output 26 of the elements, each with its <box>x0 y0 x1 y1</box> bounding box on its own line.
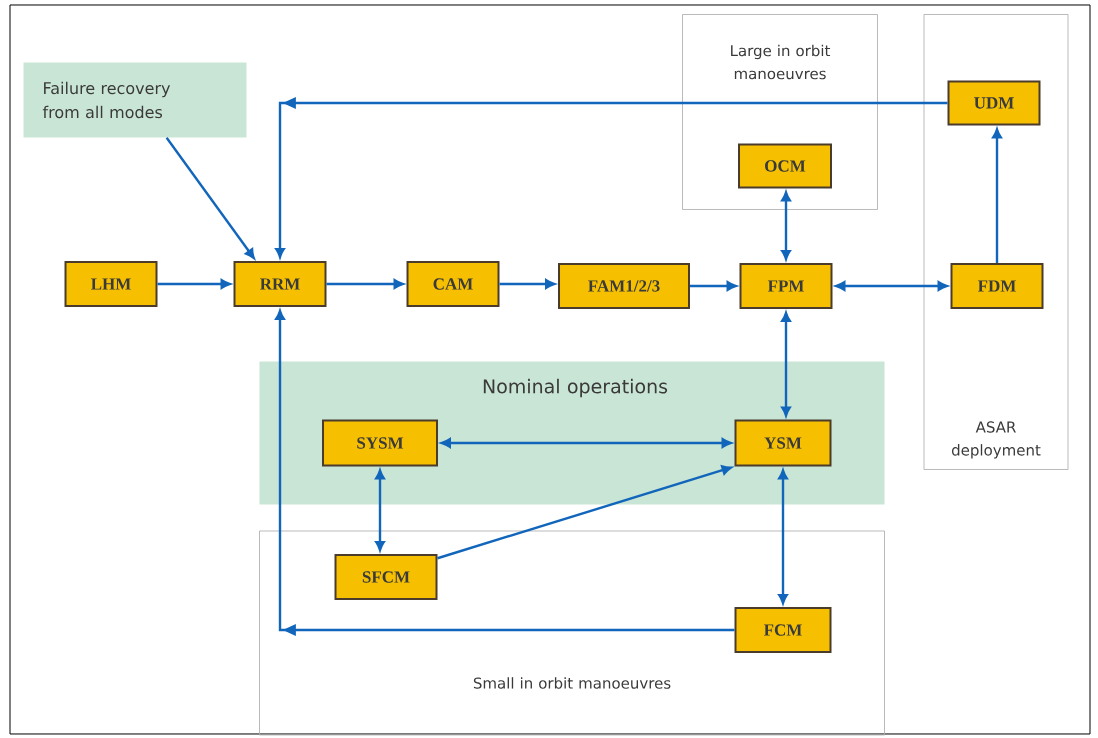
mode-box: OCM <box>738 143 832 189</box>
mode-box: SYSM <box>322 419 438 467</box>
arrow <box>778 469 788 605</box>
arrow <box>157 279 231 289</box>
mode-box: UDM <box>947 80 1041 126</box>
mode-box: FDM <box>950 263 1044 309</box>
mode-box: RRM <box>233 261 327 307</box>
mode-box: YSM <box>734 419 832 467</box>
mode-box: FPM <box>739 263 833 309</box>
arrow <box>781 311 791 417</box>
note-box: Failure recovery from all modes <box>23 62 247 138</box>
arrow <box>499 279 556 289</box>
arrow <box>690 281 737 291</box>
arrow <box>165 137 255 259</box>
arrow <box>835 281 948 291</box>
arrow <box>326 279 404 289</box>
mode-box: FCM <box>734 607 832 653</box>
mode-box: SFCM <box>334 554 438 600</box>
arrow <box>375 469 385 552</box>
arrow <box>781 191 791 261</box>
arrow <box>440 438 732 448</box>
mode-box: FAM1/2/3 <box>558 263 690 309</box>
arrow <box>992 128 1002 263</box>
mode-box: CAM <box>406 261 500 307</box>
arrow <box>275 96 948 259</box>
mode-box: LHM <box>64 261 158 307</box>
